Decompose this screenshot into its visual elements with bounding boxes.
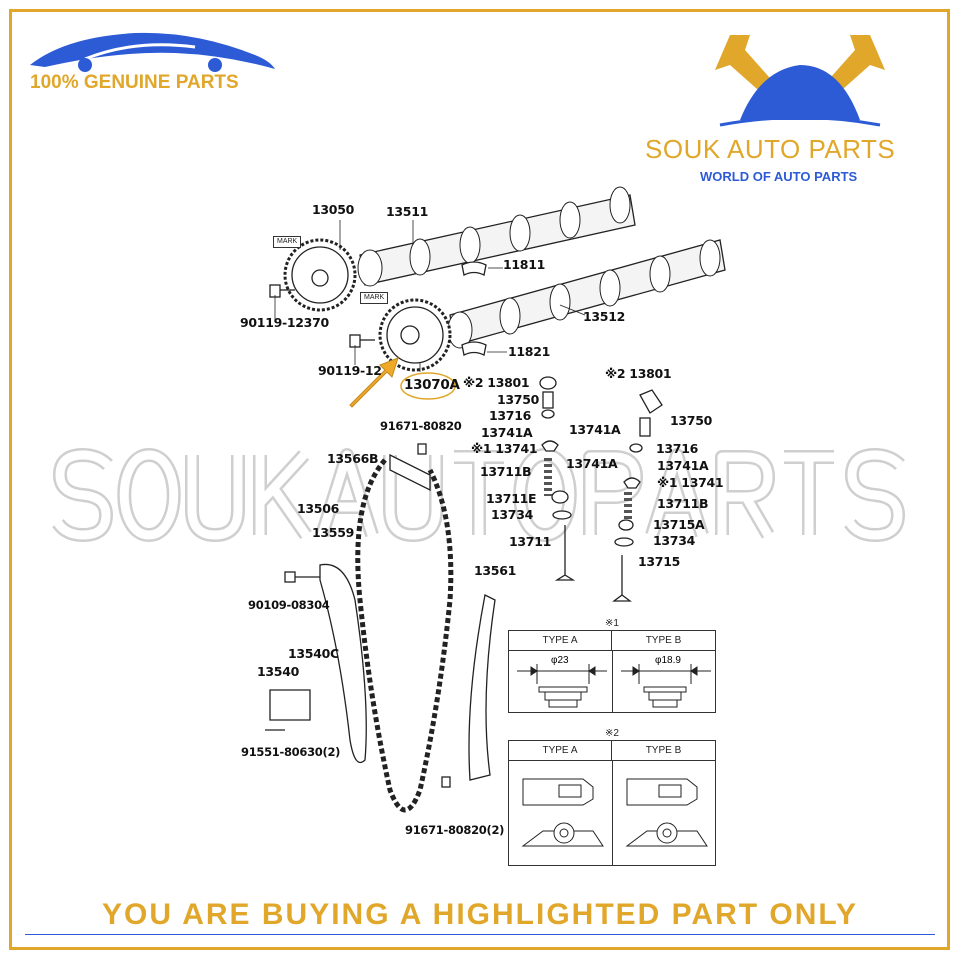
part-13741A-left-1[interactable]: 13741A [481, 425, 533, 440]
genuine-parts-tagline: 100% GENUINE PARTS [30, 72, 239, 93]
highlight-arrow-icon [349, 357, 399, 408]
camshaft-13511 [357, 186, 636, 287]
part-13559[interactable]: 13559 [312, 525, 354, 540]
part-13801-left[interactable]: ※2 13801 [463, 375, 530, 390]
note1-diameter-a: φ23 [551, 655, 569, 666]
part-13750-left[interactable]: 13750 [497, 392, 539, 407]
part-13734-left[interactable]: 13734 [491, 507, 533, 522]
part-91671-80820-2[interactable]: 91671-80820(2) [405, 823, 505, 837]
note2-mark: ※2 [605, 728, 619, 739]
part-13561[interactable]: 13561 [474, 563, 516, 578]
highlighted-part-notice: YOU ARE BUYING A HIGHLIGHTED PART ONLY [101, 898, 859, 931]
timing-chain-13506 [355, 458, 454, 813]
mark-label-2: MARK [360, 292, 389, 304]
part-13711B[interactable]: 13711B [480, 464, 532, 479]
bearing-11821 [461, 341, 487, 356]
tensioner-13540 [269, 689, 311, 721]
footer-divider [25, 934, 935, 935]
part-90119-12[interactable]: 90119-12 [318, 363, 382, 378]
part-13741A-left-2[interactable]: 13741A [569, 422, 621, 437]
sprocket-13070A [378, 298, 452, 372]
bearing-11811 [461, 261, 487, 276]
part-13540C[interactable]: 13540C [288, 646, 339, 661]
part-13711E[interactable]: 13711E [486, 491, 537, 506]
retainer-drawings [517, 664, 711, 708]
valve-train-left [539, 376, 576, 581]
tensioner-arm-13559 [319, 563, 367, 764]
note1-diameter-b: φ18.9 [655, 655, 681, 666]
part-13540[interactable]: 13540 [257, 664, 299, 679]
note1-table: TYPE A TYPE B φ23 φ18.9 [508, 630, 716, 713]
note2-type-b: TYPE B [612, 741, 715, 761]
sprocket-13050 [283, 238, 357, 312]
part-13734-right[interactable]: 13734 [653, 533, 695, 548]
part-90109-08304[interactable]: 90109-08304 [248, 598, 330, 612]
camshaft-13512 [447, 239, 726, 349]
part-13750-right[interactable]: 13750 [670, 413, 712, 428]
mark-label-1: MARK [273, 236, 302, 248]
part-13711[interactable]: 13711 [509, 534, 551, 549]
guide-13561 [468, 594, 496, 781]
part-13512[interactable]: 13512 [583, 309, 625, 324]
note1-type-a: TYPE A [509, 631, 612, 651]
rocker-drawings [521, 778, 708, 847]
page-border [9, 9, 950, 950]
souk-logo-icon [715, 35, 885, 127]
part-90119-12370[interactable]: 90119-12370 [240, 315, 329, 330]
note2-type-a: TYPE A [509, 741, 612, 761]
guide-13566B [389, 453, 431, 492]
note1-type-b: TYPE B [612, 631, 715, 651]
part-13715A[interactable]: 13715A [653, 517, 705, 532]
part-13506[interactable]: 13506 [297, 501, 339, 516]
note1-mark: ※1 [605, 618, 619, 629]
part-13070A-highlighted[interactable]: 13070A [404, 377, 460, 393]
part-13741-right[interactable]: ※1 13741 [657, 475, 724, 490]
brand-name: SOUK AUTO PARTS [645, 134, 896, 164]
part-11821[interactable]: 11821 [508, 344, 550, 359]
part-13716-right[interactable]: 13716 [656, 441, 698, 456]
part-13566B[interactable]: 13566B [327, 451, 379, 466]
note2-table: TYPE A TYPE B [508, 740, 716, 866]
valve-train-right [612, 389, 663, 602]
part-11811[interactable]: 11811 [503, 257, 545, 272]
part-13741-left[interactable]: ※1 13741 [471, 441, 538, 456]
part-13741A-right-2[interactable]: 13741A [657, 458, 709, 473]
part-13801-right[interactable]: ※2 13801 [605, 366, 672, 381]
part-13741A-right-1[interactable]: 13741A [566, 456, 618, 471]
part-13715[interactable]: 13715 [638, 554, 680, 569]
part-91671-80820[interactable]: 91671-80820 [380, 419, 462, 433]
part-13511[interactable]: 13511 [386, 204, 428, 219]
part-13711B-right[interactable]: 13711B [657, 496, 709, 511]
car-logo-icon [30, 32, 275, 72]
highlight-ring [400, 372, 456, 400]
part-13050[interactable]: 13050 [312, 202, 354, 217]
part-13716-left[interactable]: 13716 [489, 408, 531, 423]
part-91551-80630[interactable]: 91551-80630(2) [241, 745, 341, 759]
brand-tagline: WORLD OF AUTO PARTS [700, 169, 858, 184]
